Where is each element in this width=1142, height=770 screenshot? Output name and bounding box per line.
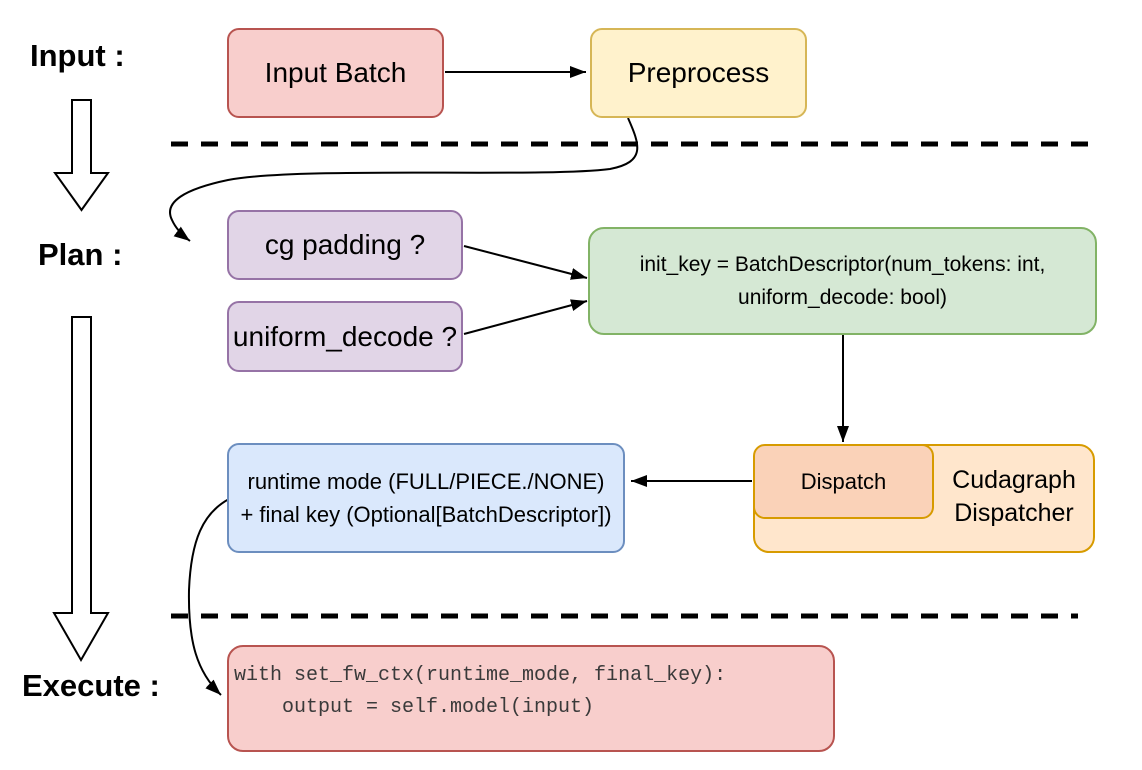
node-uniform-decode: uniform_decode ?: [227, 301, 463, 372]
stage-label-input: Input :: [30, 38, 125, 73]
node-cudagraph-line2: Dispatcher: [954, 499, 1074, 527]
edge-cgpadding-to-initkey: [463, 245, 588, 280]
stage-label-plan: Plan :: [38, 237, 123, 272]
node-cudagraph-line1: Cudagraph: [952, 466, 1076, 494]
edge-preprocess-to-cgpadding: [169, 117, 639, 242]
node-execute-code: with set_fw_ctx(runtime_mode, final_key)…: [227, 645, 835, 752]
node-preprocess: Preprocess: [590, 28, 807, 118]
node-init-key: init_key = BatchDescriptor(num_tokens: i…: [588, 227, 1097, 335]
edge-uniformdecode-to-initkey: [463, 299, 588, 335]
input-to-plan-arrow: [53, 99, 110, 212]
node-execute-code-line2: output = self.model(input): [234, 696, 595, 719]
node-input-batch-label: Input Batch: [264, 57, 407, 88]
node-uniform-decode-label: uniform_decode ?: [232, 320, 458, 352]
node-preprocess-label: Preprocess: [627, 57, 770, 88]
node-cg-padding: cg padding ?: [227, 210, 463, 280]
node-runtime-mode: runtime mode (FULL/PIECE./NONE) + final …: [227, 443, 625, 553]
node-dispatch: Dispatch: [753, 444, 934, 519]
node-input-batch: Input Batch: [227, 28, 444, 118]
node-cudagraph-dispatcher-label: Cudagraph Dispatcher: [933, 464, 1095, 530]
node-runtime-mode-line1: runtime mode (FULL/PIECE./NONE): [247, 469, 605, 494]
node-cg-padding-label: cg padding ?: [264, 229, 426, 260]
node-dispatch-label: Dispatch: [800, 469, 887, 494]
plan-to-execute-arrow: [52, 316, 110, 663]
node-init-key-line2: uniform_decode: bool): [738, 286, 947, 309]
node-runtime-mode-line2: + final key (Optional[BatchDescriptor]): [240, 502, 612, 527]
node-execute-code-line1: with set_fw_ctx(runtime_mode, final_key)…: [234, 664, 727, 687]
node-init-key-line1: init_key = BatchDescriptor(num_tokens: i…: [639, 253, 1046, 276]
edge-runtimemode-to-executecode: [187, 498, 230, 696]
stage-label-execute: Execute :: [22, 668, 160, 703]
